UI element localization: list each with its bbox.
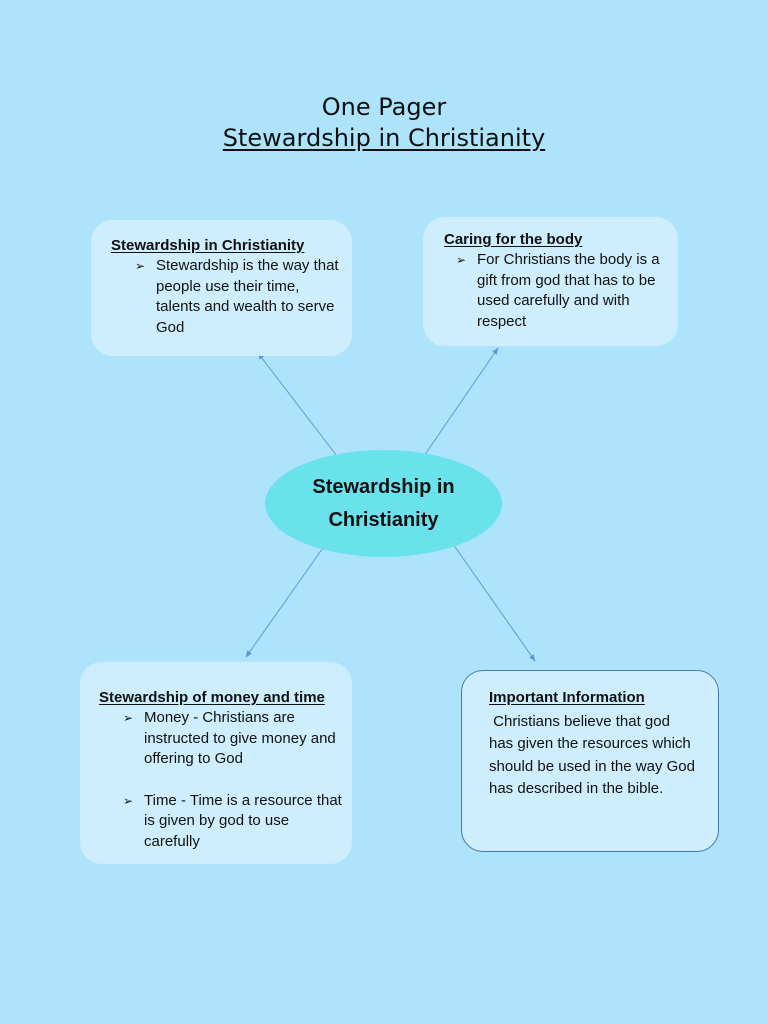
list-item: ➢ Money - Christians are instructed to g… xyxy=(99,708,344,770)
list-item-text: For Christians the body is a gift from g… xyxy=(477,251,660,330)
box-caring-for-body: Caring for the body ➢ For Christians the… xyxy=(423,217,678,346)
list-spacer xyxy=(99,770,344,791)
info-text: Christians believe that god has given th… xyxy=(489,713,700,797)
box-money-and-time: Stewardship of money and time ➢ Money - … xyxy=(80,662,352,864)
box-heading: Stewardship of money and time xyxy=(99,689,325,706)
bullet-list: ➢ Money - Christians are instructed to g… xyxy=(99,708,344,852)
list-item: ➢ Stewardship is the way that people use… xyxy=(111,256,342,338)
arrow-to-bottom-left xyxy=(245,544,326,658)
box-important-information: Important Information Christians believe… xyxy=(461,670,719,852)
list-item-text: Time - Time is a resource that is given … xyxy=(144,791,342,850)
title-line-1: One Pager xyxy=(321,93,447,121)
bullet-list: ➢ Stewardship is the way that people use… xyxy=(111,256,342,338)
box-heading: Caring for the body xyxy=(444,231,583,248)
arrow-to-bottom-right xyxy=(452,543,536,662)
arrow-bullet-icon: ➢ xyxy=(123,711,134,725)
arrow-bullet-icon: ➢ xyxy=(123,793,134,808)
box-heading: Important Information xyxy=(489,689,645,706)
list-item: ➢ Time - Time is a resource that is give… xyxy=(99,791,344,853)
center-topic-label: Stewardship in Christianity xyxy=(312,475,455,531)
bullet-list: ➢ For Christians the body is a gift from… xyxy=(444,250,668,332)
arrow-to-top-right xyxy=(423,347,499,457)
arrow-bullet-icon: ➢ xyxy=(135,259,146,273)
title-line-2: Stewardship in Christianity xyxy=(222,124,546,152)
page-title: One Pager Stewardship in Christianity xyxy=(0,92,768,154)
list-item: ➢ For Christians the body is a gift from… xyxy=(444,250,668,332)
center-topic-ellipse: Stewardship in Christianity xyxy=(265,450,502,557)
list-item-text: Money - Christians are instructed to giv… xyxy=(144,709,336,767)
list-item-text: Stewardship is the way that people use t… xyxy=(156,257,339,336)
arrow-bullet-icon: ➢ xyxy=(456,253,467,267)
arrow-to-top-left xyxy=(257,352,341,461)
box-stewardship-definition: Stewardship in Christianity ➢ Stewardshi… xyxy=(91,220,352,356)
box-heading: Stewardship in Christianity xyxy=(111,237,305,254)
